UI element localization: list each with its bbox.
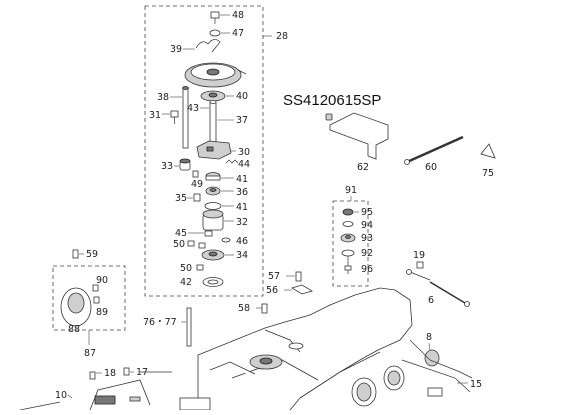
callout-45: 45: [175, 228, 187, 239]
callout-6: 6: [428, 295, 434, 306]
callout-49: 49: [191, 179, 203, 190]
callout-36: 36: [236, 187, 248, 198]
callout-48: 48: [232, 10, 244, 21]
callout-60: 60: [425, 162, 437, 173]
callout-75: 75: [482, 168, 494, 179]
part-33-collar: [179, 158, 191, 171]
callout-50-lower: 50: [180, 263, 192, 274]
callout-95: 95: [361, 207, 373, 218]
part-41-collar: [205, 172, 221, 181]
part-75-cover: [480, 143, 496, 159]
callout-28: 28: [276, 31, 288, 42]
part-code-label: SS4120615SP: [283, 92, 381, 109]
callout-31: 31: [149, 110, 161, 121]
part-19-screw: [416, 261, 424, 269]
callout-76-77: 76・77: [143, 317, 177, 328]
part-rotary-hook: [184, 62, 247, 88]
part-17-screw: [123, 367, 130, 376]
part-50-screw: [187, 240, 195, 247]
callout-62: 62: [357, 162, 369, 173]
part-48-screw: [210, 11, 220, 24]
callout-96: 96: [361, 264, 373, 275]
callout-50: 50: [173, 239, 185, 250]
part-62-bracket: [325, 112, 389, 160]
callout-94: 94: [361, 220, 373, 231]
callout-40: 40: [236, 91, 248, 102]
callout-91: 91: [345, 185, 357, 196]
callout-44: 44: [238, 159, 250, 170]
part-90-screw: [92, 284, 99, 292]
part-31-screw: [170, 110, 179, 124]
part-36-gear: [205, 186, 221, 196]
callout-46: 46: [236, 236, 248, 247]
part-18-screw: [89, 371, 96, 380]
part-76-77-rod: [186, 307, 192, 347]
part-33-screw-lower: [198, 242, 206, 249]
callout-30: 30: [238, 147, 250, 158]
callout-43: 43: [187, 103, 199, 114]
callout-41: 41: [236, 174, 248, 185]
callout-18: 18: [104, 368, 116, 379]
part-40-bobbin: [200, 90, 226, 102]
part-44-spring: [225, 159, 239, 164]
callout-38: 38: [157, 92, 169, 103]
callout-88: 88: [68, 324, 80, 335]
part-45-screw: [204, 230, 213, 237]
callout-32: 32: [236, 217, 248, 228]
callout-92: 92: [361, 248, 373, 259]
callout-93: 93: [361, 233, 373, 244]
callout-39: 39: [170, 44, 182, 55]
part-46-washer: [221, 237, 231, 243]
part-32-gear-housing: [202, 209, 224, 231]
part-47-washer: [209, 29, 221, 37]
part-42-washer: [202, 277, 224, 287]
part-50-screw-lower: [196, 264, 204, 271]
part-92-disc: [341, 249, 355, 257]
callout-15: 15: [470, 379, 482, 390]
callout-10: 10: [55, 390, 67, 401]
part-30-gear-holder: [196, 140, 232, 160]
part-89-screw: [93, 296, 100, 304]
part-56-plate: [291, 284, 313, 295]
callout-35: 35: [175, 193, 187, 204]
part-95-nut: [342, 208, 354, 216]
callout-59: 59: [86, 249, 98, 260]
callout-56: 56: [266, 285, 278, 296]
callout-37: 37: [236, 115, 248, 126]
part-57-screw: [295, 271, 302, 282]
tension-group-box: [332, 200, 369, 287]
machine-arm-body: [19, 287, 473, 411]
part-94-spring: [342, 221, 354, 227]
part-39-spring: [195, 39, 221, 53]
callout-58: 58: [238, 303, 250, 314]
callout-19: 19: [413, 250, 425, 261]
part-34-gear: [201, 249, 225, 261]
callout-34: 34: [236, 250, 248, 261]
part-59-screw: [72, 249, 79, 259]
part-58-screw: [261, 303, 268, 314]
callout-90: 90: [96, 275, 108, 286]
part-6-wire: [406, 269, 470, 307]
part-49-screw: [192, 170, 199, 178]
part-41-collar-lower: [204, 202, 222, 210]
part-35-screw: [193, 193, 201, 202]
callout-89: 89: [96, 307, 108, 318]
part-60-rod: [404, 135, 464, 165]
part-93-disc: [340, 233, 356, 243]
callout-47: 47: [232, 28, 244, 39]
callout-57: 57: [268, 271, 280, 282]
callout-17: 17: [136, 367, 148, 378]
part-88-plate: [60, 287, 92, 327]
callout-8: 8: [426, 332, 432, 343]
callout-42: 42: [180, 277, 192, 288]
hook-assembly-group-box: [144, 5, 264, 297]
callout-33: 33: [161, 161, 173, 172]
part-8-cap: [424, 349, 440, 367]
callout-41-lower: 41: [236, 202, 248, 213]
part-38-pin: [182, 86, 189, 149]
callout-87: 87: [84, 348, 96, 359]
